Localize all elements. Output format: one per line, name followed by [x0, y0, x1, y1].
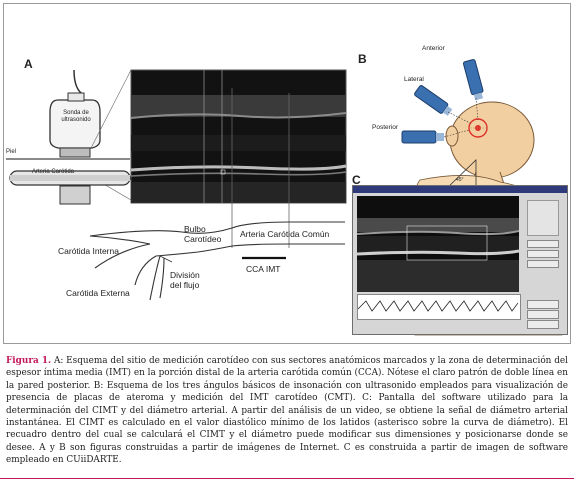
control-button-1[interactable] [527, 240, 559, 248]
external-carotid-label: Carótida Externa [66, 288, 130, 298]
probe-label: Sonda de ultrasonido [61, 110, 91, 123]
cca-imt-label: CCA IMT [246, 264, 281, 274]
slider-group[interactable] [527, 200, 559, 236]
bottom-rule [0, 478, 574, 479]
control-button-3[interactable] [527, 260, 559, 268]
control-button-4[interactable] [527, 300, 559, 309]
software-screenshot [352, 185, 568, 335]
common-carotid-label: Arteria Carótida Común [240, 229, 330, 239]
anterior-label: Anterior [422, 45, 445, 52]
carotid-artery-label: Arteria Carótida [32, 169, 75, 175]
angle-label: 45° [456, 177, 464, 183]
control-button-2[interactable] [527, 250, 559, 258]
software-titlebar [353, 186, 567, 193]
control-button-6[interactable] [527, 320, 559, 329]
software-controls [523, 196, 563, 330]
diameter-graph [357, 294, 521, 320]
panel-a-drawing [6, 69, 347, 301]
bulb-label: Bulbo Carotídeo [184, 224, 222, 244]
posterior-label: Posterior [372, 124, 399, 131]
caption-text: A: Esquema del sitio de medición carotíd… [6, 356, 568, 466]
flow-division-label: División del flujo [170, 270, 200, 290]
internal-carotid-label: Carótida Interna [58, 246, 119, 256]
lateral-label: Lateral [404, 76, 424, 83]
panel-b-letter: B [358, 52, 367, 66]
control-button-5[interactable] [527, 310, 559, 319]
ultrasound-video [357, 196, 519, 292]
panel-a-letter: A [24, 57, 33, 71]
figure-caption: Figura 1. A: Esquema del sitio de medici… [6, 355, 568, 467]
caption-label: Figura 1. [6, 356, 52, 366]
skin-label: Piel [6, 149, 17, 155]
panel-c-letter: C [352, 173, 361, 187]
